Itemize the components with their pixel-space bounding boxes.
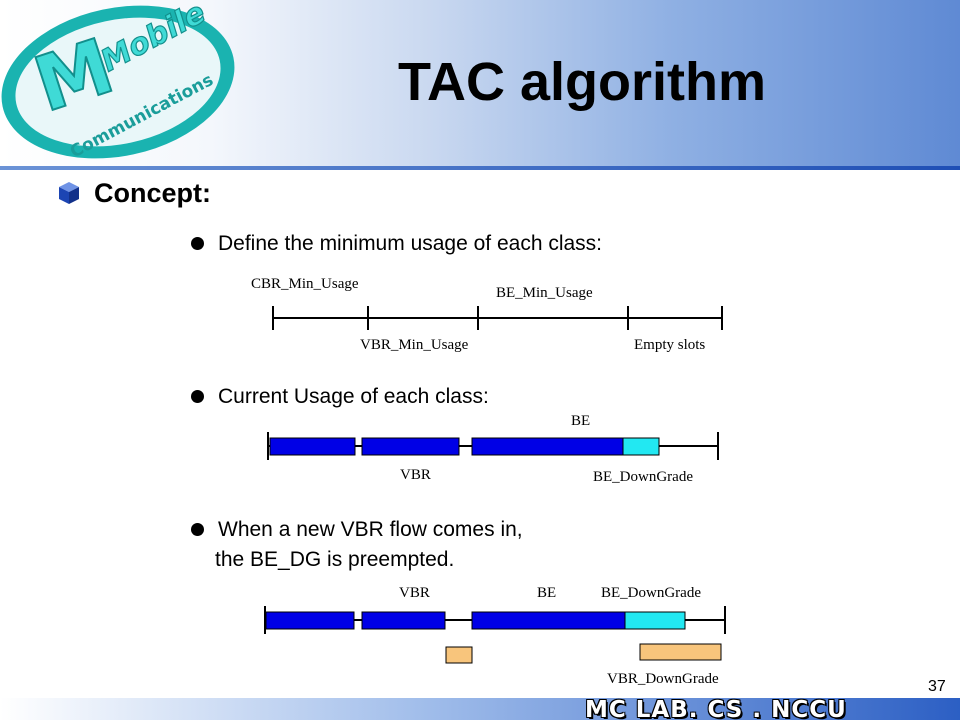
page-number: 37	[928, 678, 946, 695]
bullet-dot-3	[191, 523, 204, 536]
mobile-communications-logo: M Mobile Communications	[1, 0, 235, 162]
be-downgrade-bar	[624, 611, 686, 630]
label-vbr: VBR	[400, 467, 431, 483]
footer-lab-name: MC LAB. CS . NCCU	[585, 697, 847, 723]
label-vbr-min-usage: VBR_Min_Usage	[360, 337, 469, 353]
min-usage-timeline: CBR_Min_Usage BE_Min_Usage VBR_Min_Usage…	[251, 276, 723, 353]
vbr-downgrade-bar	[639, 643, 722, 661]
point-1-text: Define the minimum usage of each class:	[218, 232, 603, 255]
label-vbr: VBR	[399, 585, 430, 601]
be-usage-bar	[471, 437, 624, 456]
label-empty-slots: Empty slots	[634, 337, 705, 353]
point-2-text: Current Usage of each class:	[218, 385, 489, 408]
point-3-text-line-2: the BE_DG is preempted.	[215, 548, 455, 571]
label-vbr-downgrade: VBR_DownGrade	[607, 671, 719, 687]
vbr-usage-bar	[361, 437, 460, 456]
preemption-timeline: VBR BE BE_DownGrade VBR_DownGrade	[264, 585, 726, 687]
cube-bullet-icon	[59, 182, 79, 204]
current-usage-timeline: BE VBR BE_DownGrade	[267, 413, 719, 485]
header-divider	[0, 166, 960, 170]
slide-title: TAC algorithm	[398, 52, 766, 112]
new-vbr-flow-bar	[445, 646, 473, 664]
label-be-min-usage: BE_Min_Usage	[496, 285, 593, 301]
bullet-dot-2	[191, 390, 204, 403]
vbr-usage-bar	[361, 611, 446, 630]
label-be-downgrade: BE_DownGrade	[593, 469, 693, 485]
label-be-downgrade: BE_DownGrade	[601, 585, 701, 601]
cbr-usage-bar	[269, 437, 356, 456]
cbr-usage-bar	[265, 611, 355, 630]
footer-band	[0, 698, 960, 720]
be-downgrade-bar	[622, 437, 660, 456]
label-cbr-min-usage: CBR_Min_Usage	[251, 276, 359, 292]
concept-heading: Concept:	[94, 178, 211, 208]
label-be: BE	[537, 585, 556, 601]
label-be: BE	[571, 413, 590, 429]
point-3-text-line-1: When a new VBR flow comes in,	[218, 518, 523, 541]
be-usage-bar	[471, 611, 626, 630]
bullet-dot-1	[191, 237, 204, 250]
